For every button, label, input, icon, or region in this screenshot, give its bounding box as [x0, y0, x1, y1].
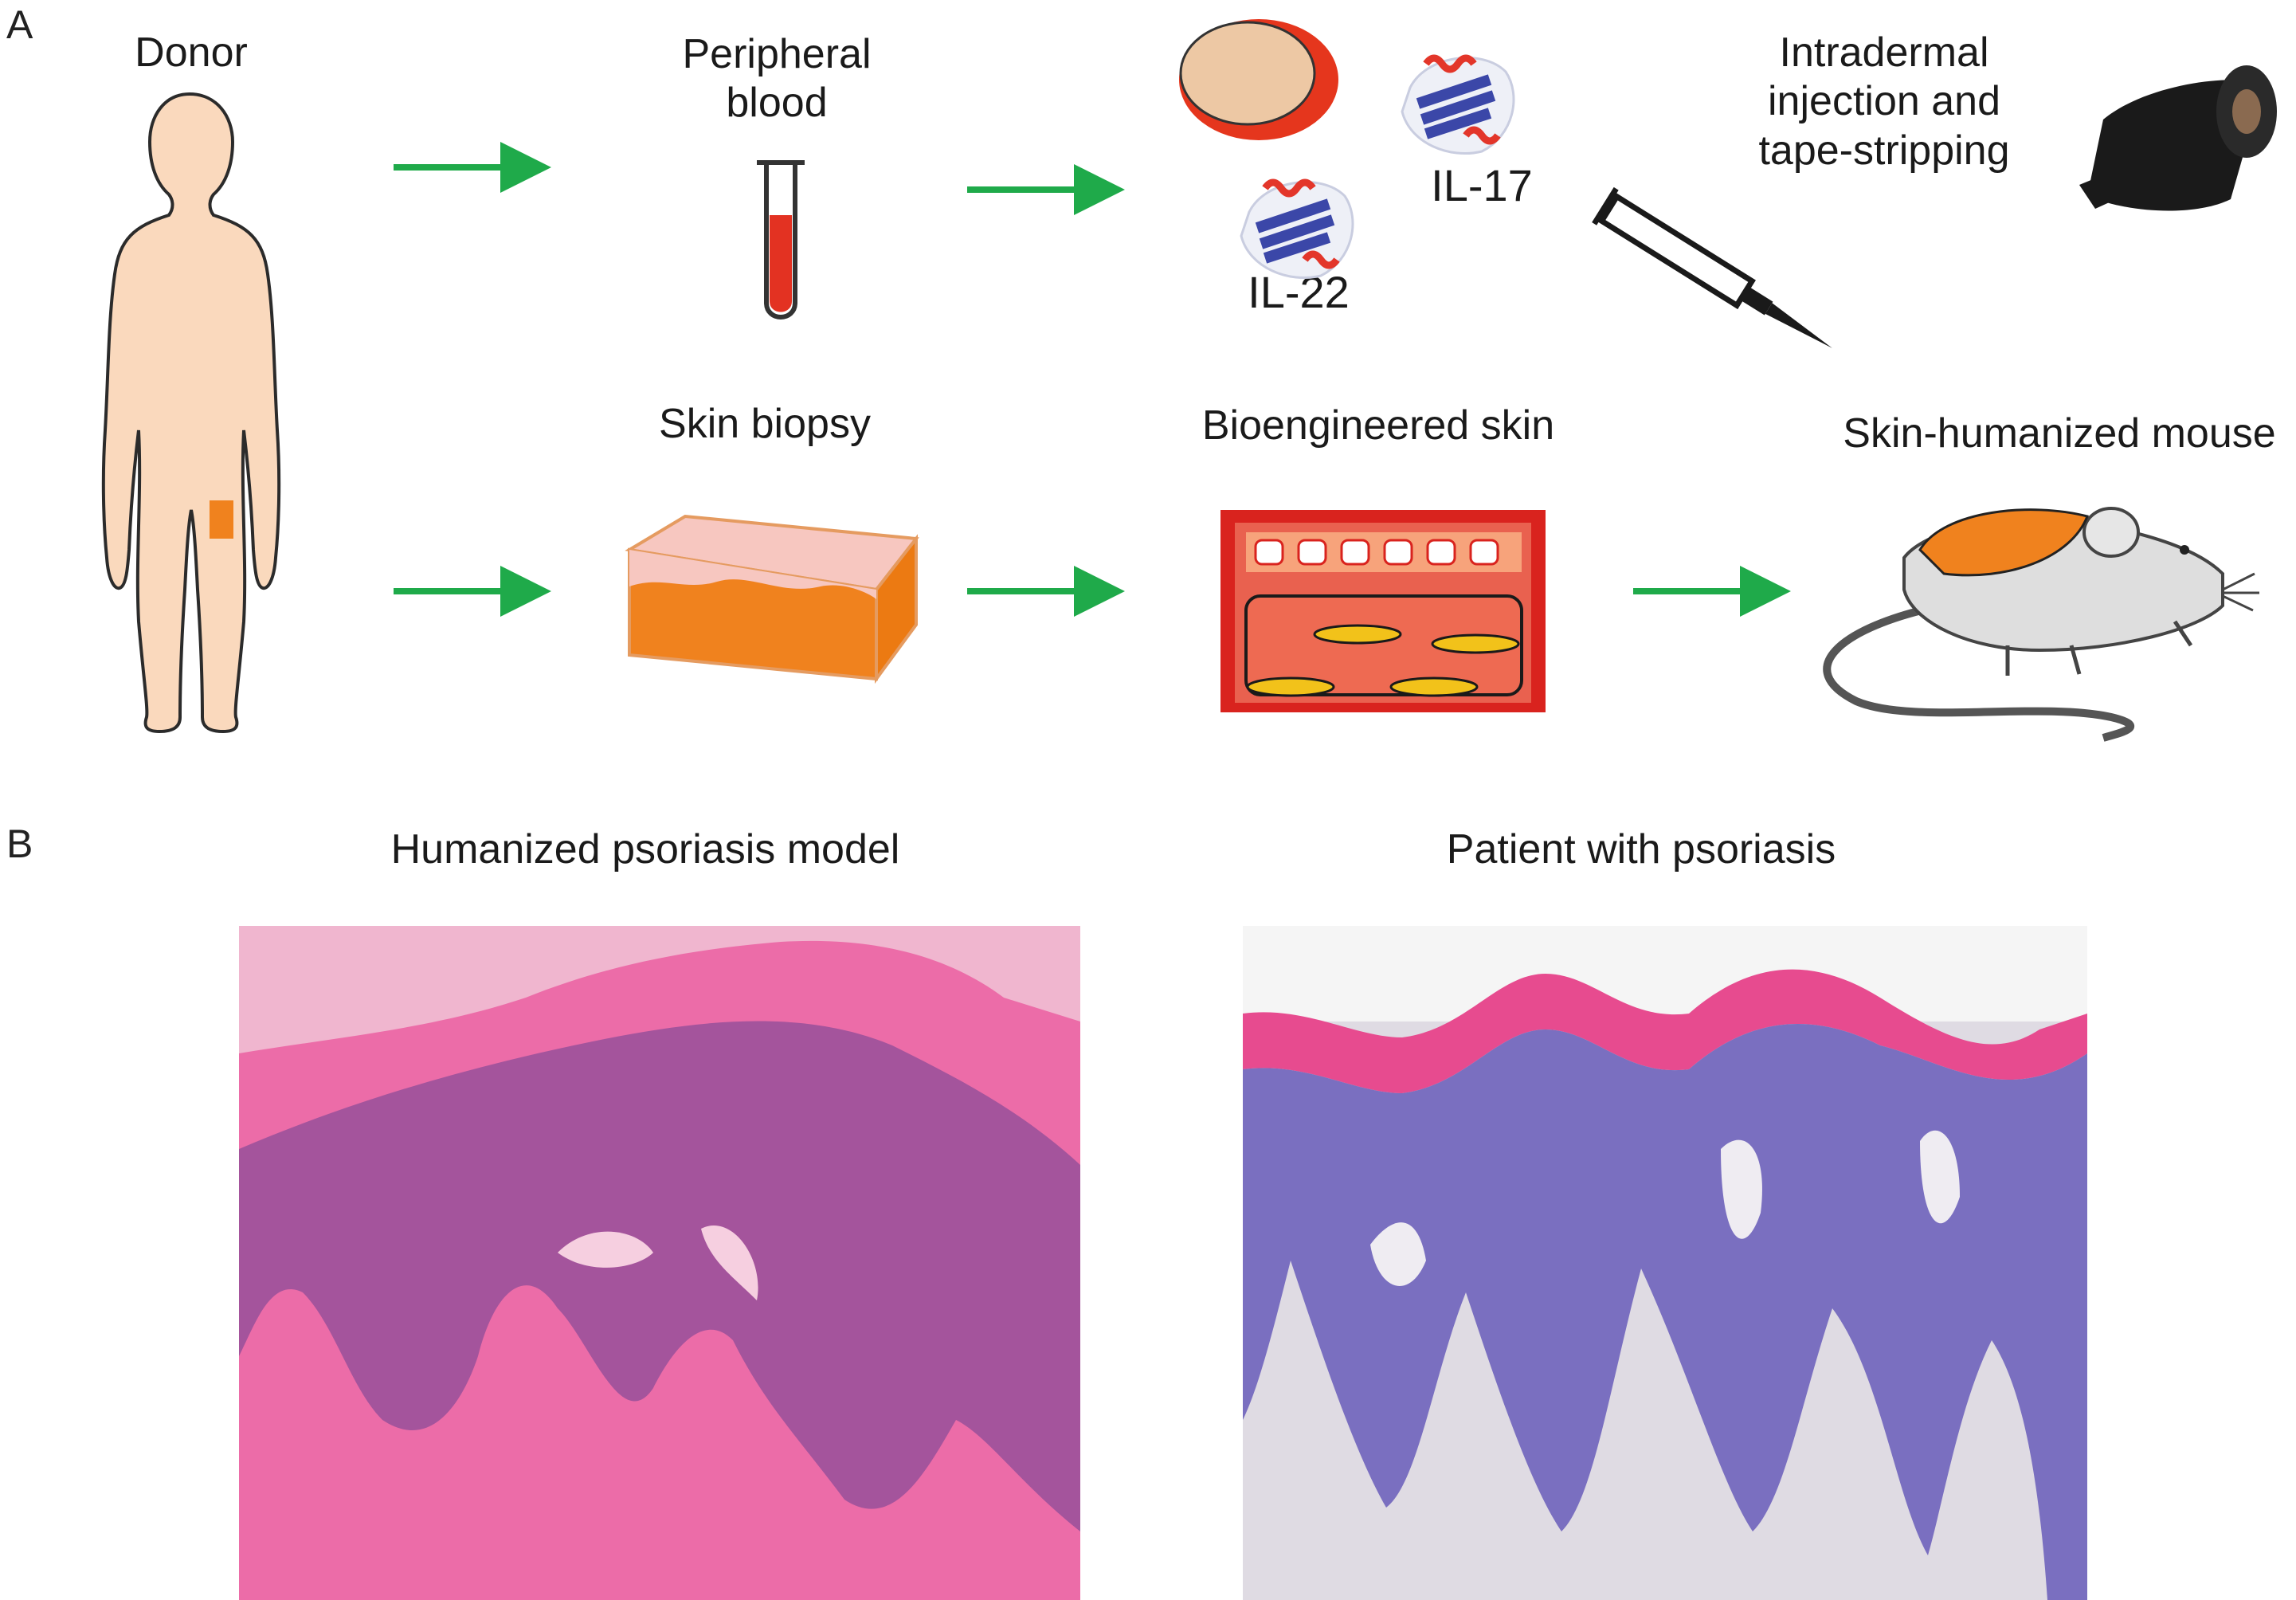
mouse-icon — [1823, 507, 2259, 742]
panel-a-graphics — [101, 19, 2277, 742]
label-peripheral-blood: Peripheral blood — [682, 31, 872, 127]
tape-roll-icon — [2079, 65, 2277, 211]
panel-b-letter: B — [6, 822, 33, 866]
panel-a-letter: A — [6, 2, 33, 47]
histology-patient-image — [1243, 926, 2087, 1600]
label-donor: Donor — [135, 29, 248, 76]
skin-block-icon — [625, 514, 919, 684]
histology-humanized-model-image — [239, 926, 1080, 1600]
label-skin-biopsy: Skin biopsy — [659, 401, 871, 447]
protein-structure-icon — [1401, 54, 1515, 155]
protein-structure-icon — [1240, 178, 1354, 280]
label-skin-humanized-mouse: Skin-humanized mouse — [1843, 410, 2276, 457]
flow-arrows — [394, 142, 1791, 617]
label-il17: IL-17 — [1431, 160, 1533, 210]
blood-tube-icon — [757, 160, 805, 320]
syringe-icon — [1592, 186, 1832, 348]
title-humanized-model: Humanized psoriasis model — [390, 826, 900, 873]
th1-cell-icon — [1179, 19, 1338, 140]
human-silhouette-icon — [101, 92, 281, 734]
bioengineered-skin-icon — [1220, 510, 1546, 712]
label-bioengineered-skin: Bioengineered skin — [1201, 402, 1555, 449]
title-patient: Patient with psoriasis — [1446, 826, 1836, 873]
label-intradermal: Intradermal injection and tape-stripping — [1758, 29, 2010, 174]
